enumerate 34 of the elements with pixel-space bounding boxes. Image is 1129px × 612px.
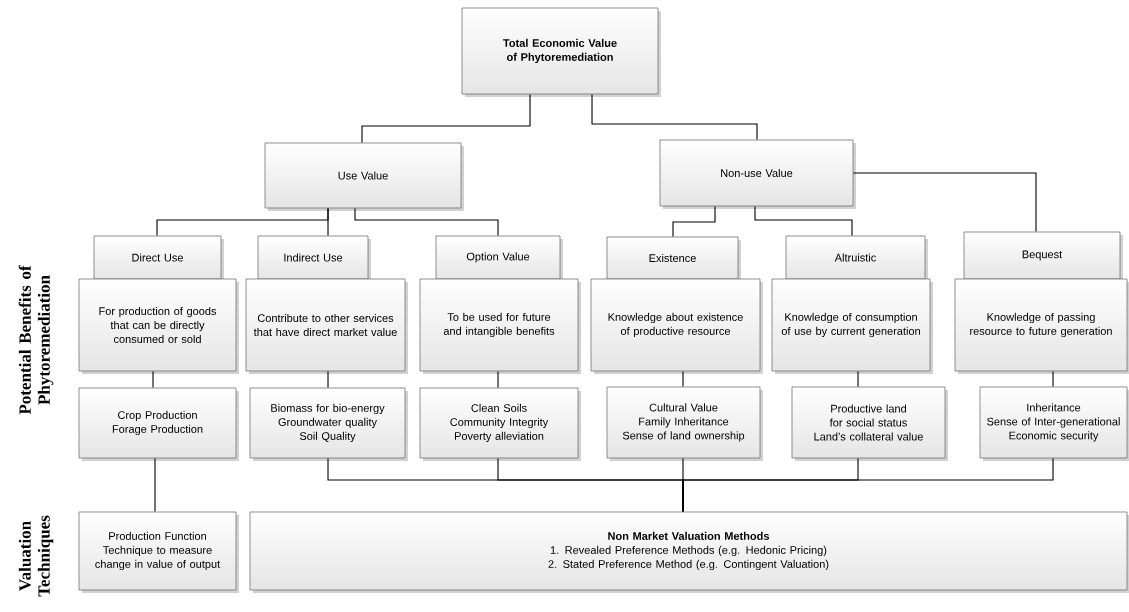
technique-box: Non Market Valuation Methods 1. Revealed Preference Methods (e.g. Hedonic Pricing) 2. Stated Preference Method (e.g. Contingent Valuation): [249, 511, 1129, 593]
category-box: Use Value: [264, 142, 464, 211]
connector-line: [327, 207, 329, 237]
value-type-box: Direct Use: [93, 235, 224, 282]
benefit-box: Biomass for bio-energy Groundwater quality Soil Quality: [249, 387, 408, 461]
benefit-box: Cultural Value Family Inheritance Sense of land ownership: [606, 386, 763, 461]
title-box: Total Economic Value of Phytoremediation: [461, 7, 661, 97]
connector-line: [497, 370, 499, 389]
connector-line: [857, 370, 859, 388]
value-type-box: Indirect Use: [257, 235, 371, 282]
category-box: Non-use Value: [659, 139, 856, 209]
connector-line: [672, 205, 716, 238]
connector-line: [682, 457, 1054, 513]
technique-box: Production Function Technique to measure change in value of output: [78, 511, 239, 593]
connector-line: [754, 205, 853, 237]
value-type-box: Existence: [606, 236, 741, 282]
value-type-box: Altruistic: [785, 235, 928, 282]
benefit-box: Inheritance Sense of Inter-generational Economic security: [979, 386, 1129, 461]
connector-line: [591, 93, 758, 141]
benefit-box: Clean Soils Community Integrity Poverty alleviation: [419, 387, 581, 461]
connector-line: [682, 370, 684, 388]
connector-line: [361, 93, 531, 144]
connector-line: [852, 172, 1037, 233]
value-type-box: Option Value: [435, 235, 563, 282]
benefit-box: Crop Production Forage Production: [78, 387, 239, 461]
side-label: Valuation Techniques: [18, 515, 54, 597]
connector-line: [354, 207, 499, 237]
value-type-box: Bequest: [963, 231, 1123, 282]
connector-line: [1052, 370, 1054, 388]
connector-line: [154, 457, 156, 513]
side-label: Potential Benefits of Phytoremediation: [18, 265, 54, 415]
connector-line: [152, 370, 154, 389]
benefit-box: Productive land for social status Land’s collateral value: [791, 386, 948, 461]
connector-line: [327, 370, 329, 389]
